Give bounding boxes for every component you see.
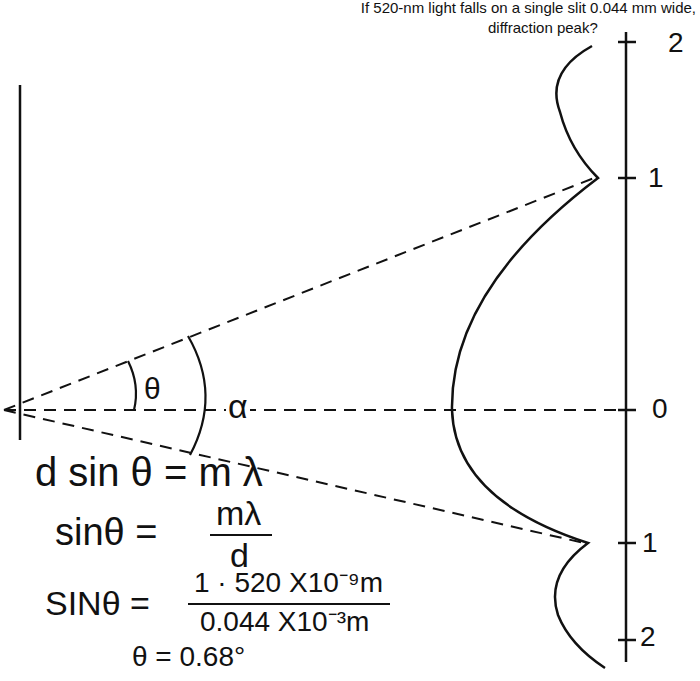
order-number: 2 — [668, 28, 684, 59]
angle-symbol: θ — [142, 372, 163, 405]
dashed-rays — [4, 178, 616, 543]
order-number: 0 — [652, 394, 668, 425]
intensity-curve — [452, 46, 605, 668]
theta-arc — [128, 361, 136, 410]
fraction-numerator: mλ — [216, 495, 261, 532]
angle-symbol: α — [226, 388, 250, 425]
axis-ticks — [618, 42, 636, 640]
result: θ = 0.68° — [132, 642, 245, 673]
equation: SINθ = — [45, 585, 150, 622]
axis-line — [625, 32, 628, 662]
order-number: 1 — [648, 163, 664, 194]
slit-wall — [19, 85, 22, 440]
fraction-numerator: 1 · 520 X10⁻⁹m — [194, 568, 383, 599]
question-text: diffraction peak? — [488, 20, 598, 37]
fraction-bars — [188, 535, 390, 604]
order-number: 1 — [642, 528, 658, 559]
order-number: 2 — [640, 622, 656, 653]
equation: d sin θ = m λ — [35, 450, 263, 494]
question-text: If 520-nm light falls on a single slit 0… — [361, 0, 696, 17]
fraction-denominator: 0.044 X10⁻³m — [200, 607, 369, 638]
alpha-arc — [188, 336, 206, 455]
equation: sinθ = — [55, 512, 157, 554]
